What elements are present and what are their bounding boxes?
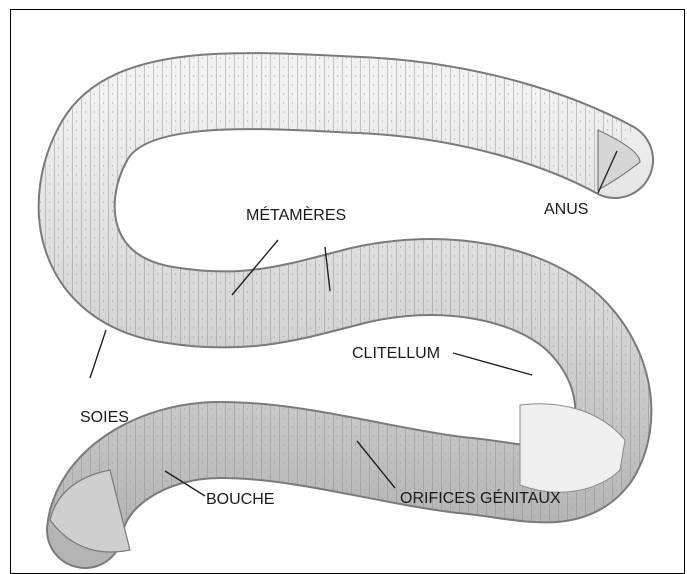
label-soies: SOIES [80,409,129,426]
label-metameres: MÉTAMÈRES [246,205,346,224]
leader-line-clitellum [453,353,532,375]
label-bouche: BOUCHE [206,491,274,508]
label-orifices-genitaux: ORIFICES GÉNITAUX [400,488,561,507]
label-clitellum: CLITELLUM [352,345,440,362]
worm-body [50,91,640,552]
label-anus: ANUS [544,201,588,218]
leader-line-soies [90,330,106,378]
